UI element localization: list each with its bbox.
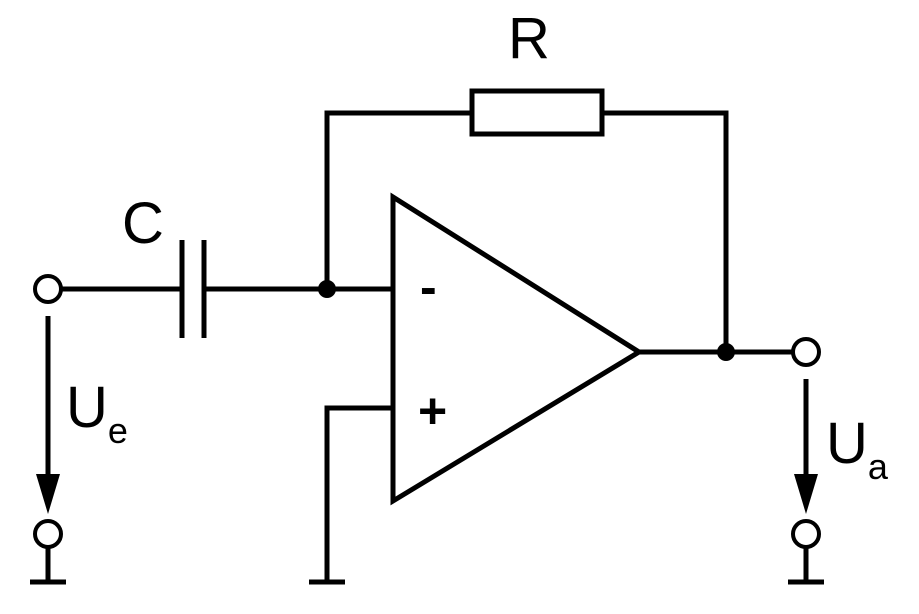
feedback-path xyxy=(324,88,729,352)
input-path xyxy=(62,240,393,338)
non-inverting-input-sign: + xyxy=(418,383,447,439)
feedback-wire-left xyxy=(324,110,472,289)
output-voltage-arrowhead xyxy=(794,474,818,514)
feedback-wire-right xyxy=(602,110,729,352)
output-voltage-symbol: U xyxy=(826,411,868,476)
input-voltage-arrow xyxy=(36,316,60,514)
output-voltage-subscript: a xyxy=(868,446,889,487)
input-voltage-arrowhead xyxy=(36,474,60,514)
input-voltage-subscript: e xyxy=(108,410,128,451)
input-terminal xyxy=(33,274,63,304)
input-junction-dot xyxy=(318,280,336,298)
output-voltage-arrow xyxy=(794,379,818,514)
output-terminal xyxy=(791,337,821,367)
resistor-label: R xyxy=(508,6,550,71)
input-voltage-label: Ue xyxy=(66,375,128,451)
op-amp xyxy=(390,192,644,506)
input-voltage-symbol: U xyxy=(66,375,108,440)
ground-path xyxy=(309,405,393,585)
inverting-input-sign: - xyxy=(420,259,437,315)
output-voltage-label: Ua xyxy=(826,411,889,487)
output-ground-terminal xyxy=(791,519,821,549)
capacitor-label: C xyxy=(122,191,164,256)
output-junction-dot xyxy=(717,343,735,361)
non-inverting-wire xyxy=(324,405,393,582)
input-ground-terminal xyxy=(33,519,63,549)
resistor xyxy=(469,88,605,137)
